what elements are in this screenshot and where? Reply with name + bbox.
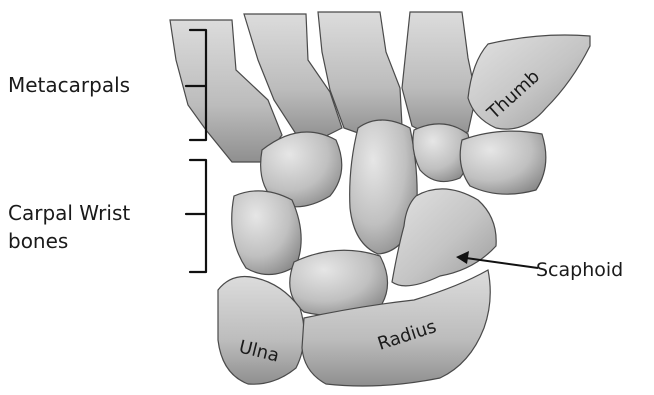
carpal-label-line2: bones xyxy=(8,229,68,253)
carpal-trapezium xyxy=(460,131,546,194)
carpal-triquetrum xyxy=(232,191,301,275)
metacarpal-4 xyxy=(402,12,476,138)
scaphoid-label: Scaphoid xyxy=(536,259,623,281)
scaphoid-pointer xyxy=(466,258,538,268)
carpal-label-line1: Carpal Wrist xyxy=(8,201,130,225)
carpal-bracket xyxy=(186,160,206,272)
metacarpals-label: Metacarpals xyxy=(8,73,130,97)
